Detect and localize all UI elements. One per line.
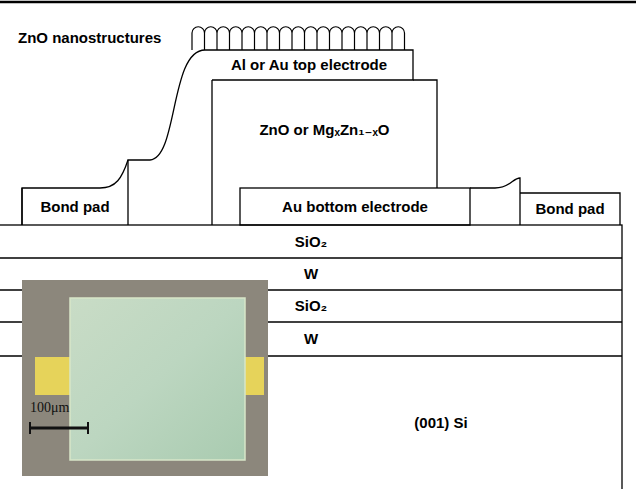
layer-label: Bond pad	[535, 200, 604, 217]
layer-label: Au bottom electrode	[282, 198, 428, 215]
layer-label: Al or Au top electrode	[231, 56, 387, 73]
layer-label: SiO₂	[295, 233, 328, 250]
nanostructure-arches	[192, 27, 405, 50]
inset-photo	[22, 280, 268, 476]
layer-label: SiO₂	[295, 297, 328, 314]
bond-pad: Bond pad	[520, 193, 620, 225]
oxide-layer: SiO₂	[0, 225, 622, 258]
bond-pad: Bond pad	[22, 188, 128, 225]
oxide-layer: SiO₂	[0, 290, 622, 322]
header-rule	[0, 1, 636, 4]
layer-outlines	[0, 50, 622, 489]
tungsten-layer: W	[0, 322, 622, 356]
bottom-electrode: Au bottom electrode	[240, 188, 470, 225]
top-electrode: Al or Au top electrode	[205, 50, 413, 80]
scale-label: 100μm	[30, 400, 69, 416]
piezo-layer: ZnO or MgₓZn₁₋ₓO	[212, 80, 437, 180]
silicon-substrate: (001) Si	[270, 356, 612, 489]
layer-label: W	[304, 330, 318, 347]
layer-label: ZnO or MgₓZn₁₋ₓO	[259, 121, 389, 138]
tungsten-layer: W	[0, 258, 622, 290]
layer-label: (001) Si	[414, 414, 467, 431]
layer-label: W	[304, 265, 318, 282]
nanostructure-label: ZnO nanostructures	[18, 29, 161, 46]
layer-label: Bond pad	[40, 198, 109, 215]
